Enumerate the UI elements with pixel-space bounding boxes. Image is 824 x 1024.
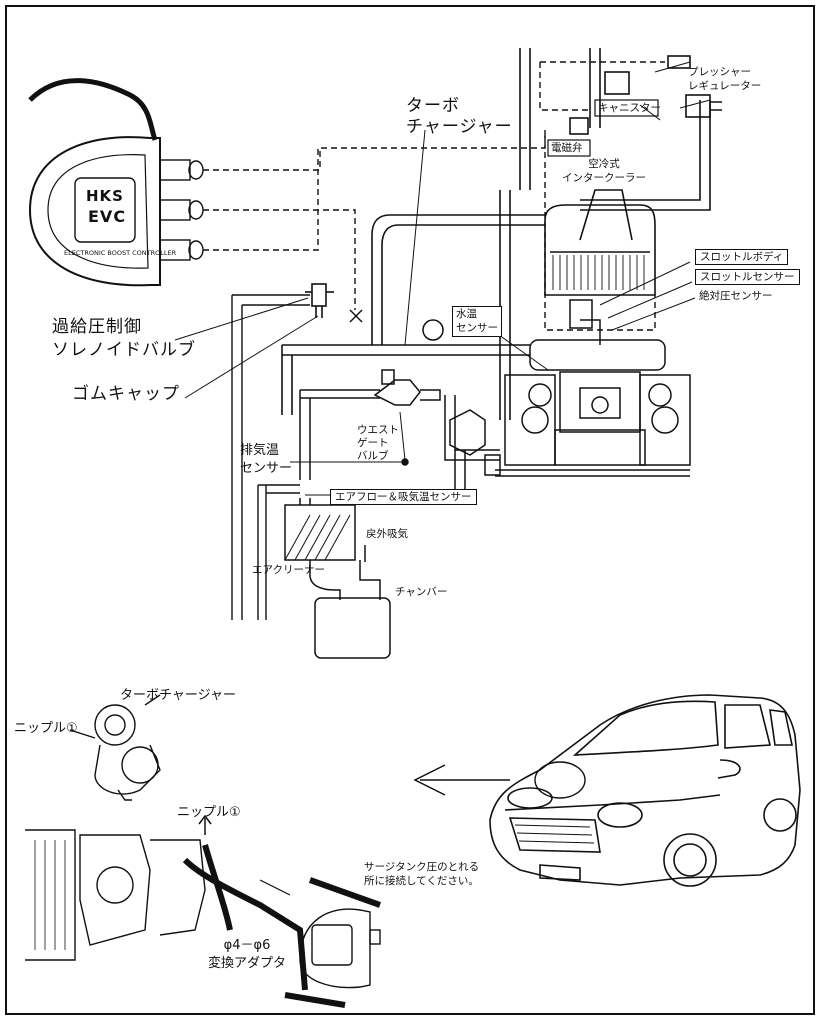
label-nipple-1-detail: ニップル① [14, 721, 78, 736]
controller-model: EVC [88, 207, 127, 226]
car-illustration [489, 694, 801, 887]
label-airflow-sensor: エアフロー＆吸気温センサー [330, 489, 477, 506]
label-outside-air-intake: 戻外吸気 [366, 528, 408, 540]
engine [495, 299, 691, 477]
top-pipes [519, 48, 722, 211]
label-surge-tank-note: サージタンク圧のとれる 所に接続してください。 [364, 861, 480, 888]
air-cleaner [284, 498, 391, 659]
leader-lines [174, 61, 711, 496]
label-exhaust-temp-sensor: 排気温 センサー [240, 443, 293, 476]
boost-solenoid [231, 283, 334, 620]
focus-circle [534, 761, 586, 799]
label-chamber: チャンバー [395, 586, 448, 598]
label-adapter: φ4－φ6 変換アダプタ [208, 938, 287, 971]
label-intercooler: 空冷式 インタークーラー [562, 158, 646, 184]
label-boost-solenoid-valve: 過給圧制御 ソレノイドバルブ [52, 317, 196, 360]
label-pressure-regulator: プレッシャー レギュレーター [688, 66, 762, 92]
label-turbocharger: ターボ チャージャー [406, 96, 513, 138]
label-turbocharger-detail: ターボチャージャー [120, 688, 236, 703]
label-throttle-body: スロットルボディ [695, 249, 789, 266]
engine-bay [25, 829, 382, 991]
small-controller [284, 908, 381, 1008]
diagram-frame [5, 5, 815, 1015]
label-solenoid-valve: 電磁弁 [551, 142, 583, 154]
label-water-temp-sensor: 水温 センサー [452, 306, 502, 338]
label-canister: キャニスター [598, 102, 661, 114]
controller-subtitle: ELECTRONIC BOOST CONTROLLER [64, 249, 177, 257]
controller-brand: HKS [86, 187, 124, 205]
boost-controller-unit [28, 78, 204, 287]
intake-pipes [281, 190, 545, 420]
label-nipple-1-bay: ニップル① [177, 805, 241, 820]
label-air-cleaner: エアクリーナー [252, 564, 325, 576]
intercooler [544, 189, 656, 296]
direction-arrows [198, 764, 510, 835]
label-throttle-sensor: スロットルセンサー [695, 269, 800, 286]
label-absolute-pressure-sensor: 絶対圧センサー [699, 290, 773, 302]
turbo-exhaust [299, 319, 501, 490]
turbo-detail [69, 694, 161, 801]
label-rubber-cap: ゴムキャップ [72, 384, 180, 404]
label-wastegate-valve: ウエスト ゲート バルブ [357, 424, 399, 463]
